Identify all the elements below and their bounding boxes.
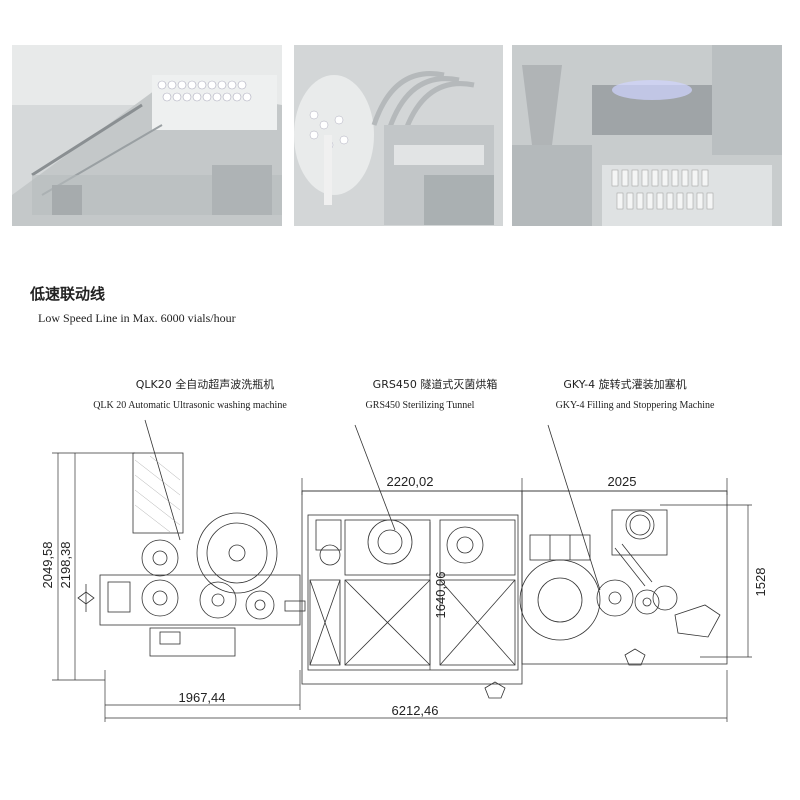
filler-label-cn: GKY-4 旋转式灌装加塞机 <box>563 377 686 391</box>
washing-machine-photo <box>12 45 282 226</box>
section-title-cn: 低速联动线 <box>30 285 106 303</box>
tunnel-outline <box>301 490 523 699</box>
dim-total-length: 6212,46 <box>392 703 439 718</box>
washer-outline <box>99 452 306 657</box>
filling-machine-photo <box>512 45 782 226</box>
dim-tunnel-width: 2220,02 <box>387 474 434 489</box>
layout-drawing: QLK20 全自动超声波洗瓶机 QLK 20 Automatic Ultraso… <box>40 377 768 722</box>
filler-label-en: GKY-4 Filling and Stoppering Machine <box>556 400 715 411</box>
tunnel-label-cn: GRS450 隧道式灭菌烘箱 <box>373 377 498 391</box>
dim-filler-depth: 1528 <box>753 568 768 597</box>
dim-tunnel-depth: 1640,06 <box>433 572 448 619</box>
washer-handle-left <box>77 591 95 605</box>
washer-label-en: QLK 20 Automatic Ultrasonic washing mach… <box>93 400 287 411</box>
dim-washer-length: 1967,44 <box>179 690 226 705</box>
dim-height-inner: 2198,38 <box>58 542 73 589</box>
tunnel-leader-line <box>354 424 396 531</box>
dimension-lines <box>52 452 752 722</box>
washer-hatch <box>134 455 181 533</box>
section-title-en: Low Speed Line in Max. 6000 vials/hour <box>38 311 236 325</box>
dim-filler-width: 2025 <box>608 474 637 489</box>
washer-leader-line <box>144 419 181 541</box>
filler-outline <box>519 490 728 666</box>
washer-label-cn: QLK20 全自动超声波洗瓶机 <box>136 377 275 391</box>
dim-height-outer: 2049,58 <box>40 542 55 589</box>
filler-leader-line <box>547 424 601 591</box>
tunnel-photo <box>294 45 503 226</box>
tunnel-label-en: GRS450 Sterilizing Tunnel <box>366 400 475 411</box>
